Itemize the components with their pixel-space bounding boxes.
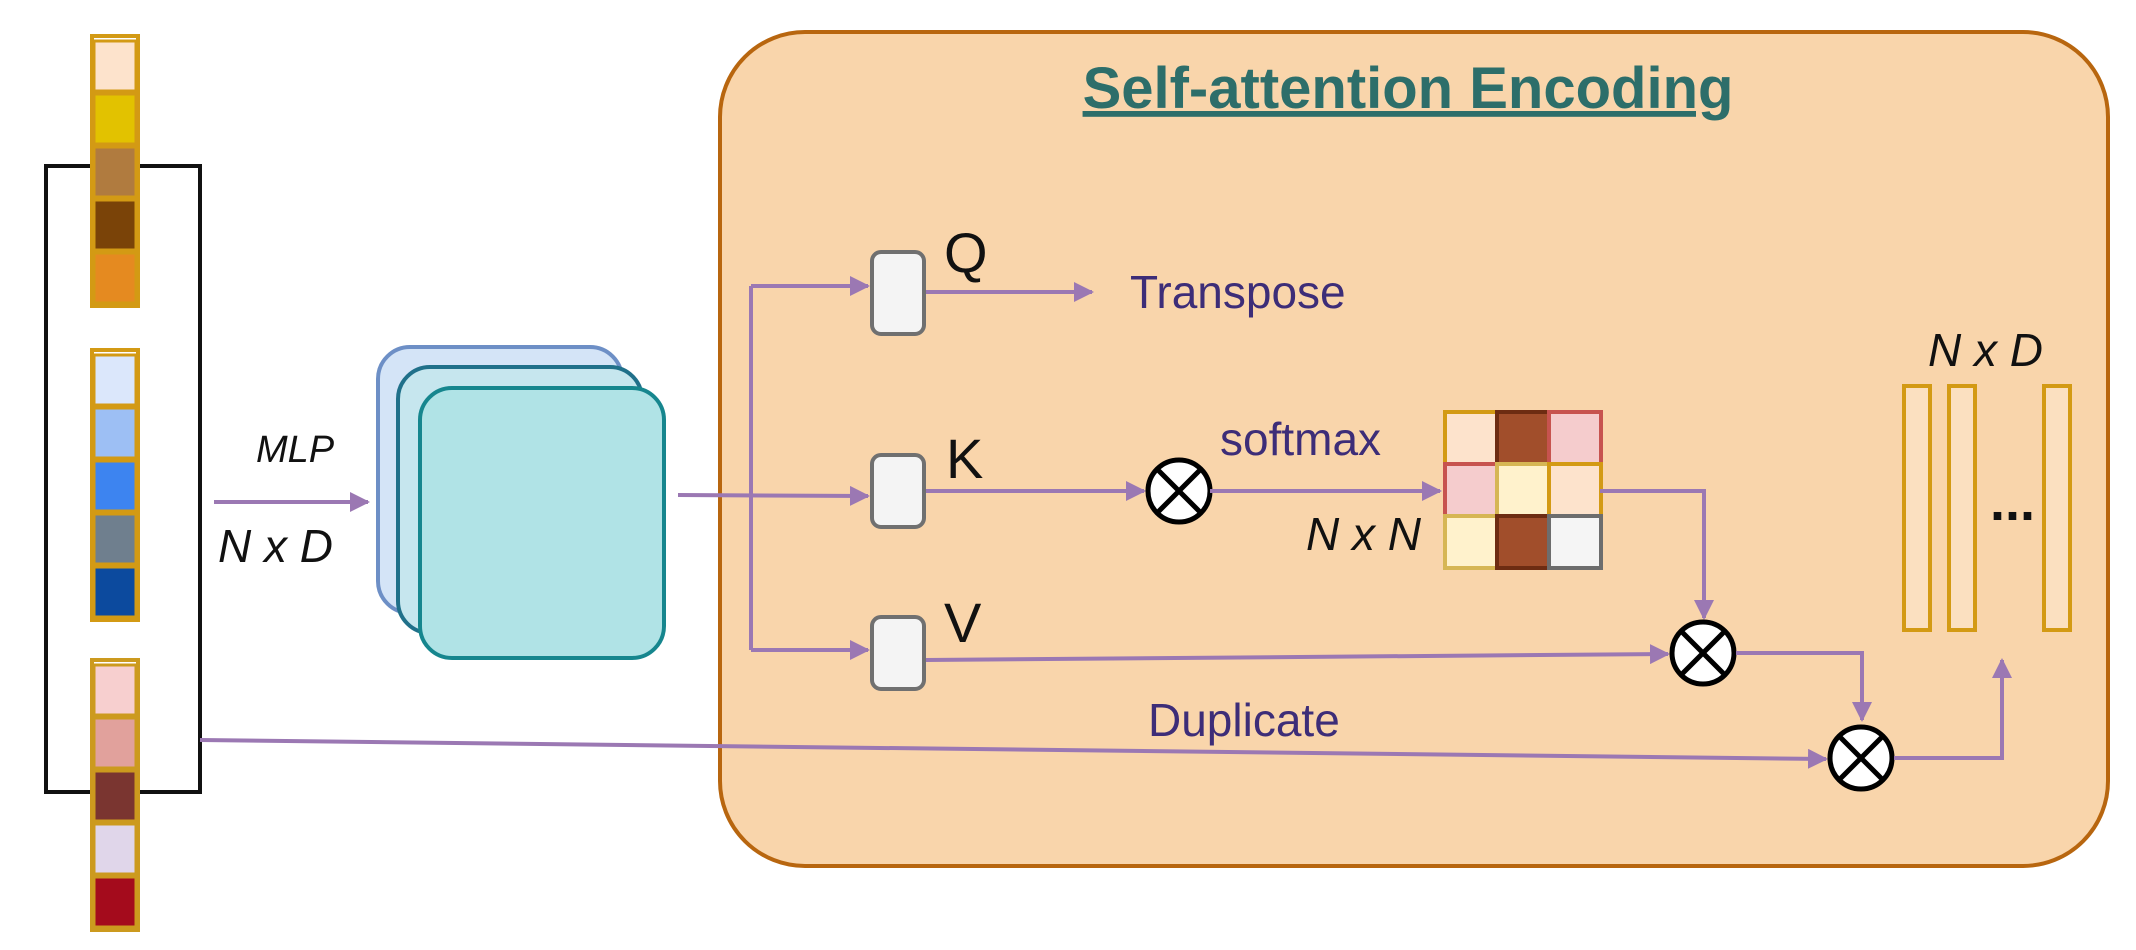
token-cell <box>92 92 138 146</box>
matrix-cell <box>1443 410 1499 466</box>
token-cell <box>92 663 138 717</box>
token-cell <box>92 716 138 770</box>
token-cell <box>92 769 138 823</box>
token-cell <box>92 565 138 619</box>
matrix-cell <box>1495 462 1551 518</box>
token-cell <box>92 39 138 93</box>
k-label: K <box>946 427 983 490</box>
mlp-label: MLP <box>256 429 335 471</box>
matrix-cell <box>1547 514 1603 570</box>
v-block <box>870 615 926 691</box>
self-attention-panel <box>718 30 2110 868</box>
output-column-n <box>2042 384 2072 632</box>
matrix-cell <box>1495 410 1551 466</box>
token-cell <box>92 822 138 876</box>
matrix-cell <box>1443 514 1499 570</box>
token-cell <box>92 353 138 407</box>
matrix-cell <box>1495 514 1551 570</box>
panel-title: Self-attention Encoding <box>1083 56 1734 121</box>
token-cell <box>92 512 138 566</box>
v-to-multiply-arrow <box>925 644 1670 665</box>
nxn-label: N x N <box>1306 508 1422 560</box>
token-columns <box>90 34 140 932</box>
feature-map-front <box>418 386 666 660</box>
softmax-label: softmax <box>1220 413 1381 465</box>
output-column-2 <box>1947 384 1977 632</box>
duplicate-arrow <box>199 738 1828 769</box>
k-block <box>870 453 926 529</box>
nxd-right-label: N x D <box>1928 324 2043 376</box>
features-to-k-arrow <box>677 485 870 506</box>
v-label: V <box>944 591 982 654</box>
nxd-left-label: N x D <box>218 520 333 572</box>
transpose-label: Transpose <box>1130 266 1346 318</box>
matrix-to-multiply-arrow <box>1600 489 1714 620</box>
token-cell <box>92 875 138 929</box>
q-label: Q <box>944 221 988 284</box>
matrix-cell <box>1547 462 1603 518</box>
q-block <box>870 250 926 336</box>
matrix-cell <box>1547 410 1603 466</box>
token-cell <box>92 145 138 199</box>
token-cell <box>92 251 138 305</box>
duplicate-label: Duplicate <box>1148 694 1340 746</box>
token-cell <box>92 198 138 252</box>
multiply-icon-k <box>1145 457 1213 525</box>
multiply-icon-final <box>1827 724 1895 792</box>
attention-matrix <box>1443 410 1603 570</box>
ellipsis-label: ... <box>1990 472 2035 532</box>
token-cell <box>92 406 138 460</box>
token-cell <box>92 459 138 513</box>
final-output-arrow <box>1894 658 2012 760</box>
matrix-cell <box>1443 462 1499 518</box>
multiply-to-final-arrow <box>1736 651 1872 722</box>
output-column-1 <box>1902 384 1932 632</box>
multiply-icon-v <box>1669 619 1737 687</box>
